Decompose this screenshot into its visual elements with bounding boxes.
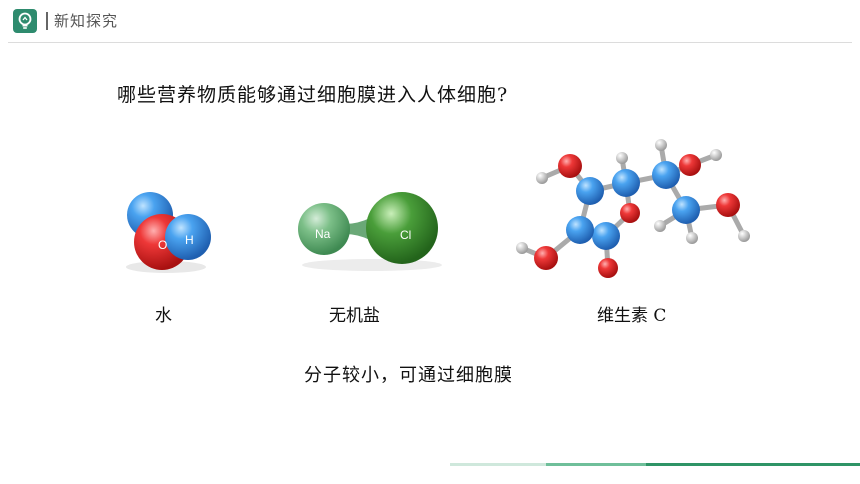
question-text: 哪些营养物质能够通过细胞膜进入人体细胞? [117, 84, 509, 106]
footer-accent-light [450, 463, 546, 466]
salt-molecule-image: Na Cl [298, 192, 442, 271]
header-divider [46, 12, 48, 30]
caption-salt: 无机盐 [329, 306, 380, 326]
conclusion-text: 分子较小，可通过细胞膜 [304, 365, 513, 386]
sodium-atom [298, 203, 350, 255]
chlorine-atom [366, 192, 438, 264]
lightbulb-icon [13, 9, 37, 33]
footer-accent-dark [646, 463, 860, 466]
atom-label-o: O [158, 238, 167, 252]
vitamin-c-molecule-image [516, 139, 750, 278]
shadow [302, 259, 442, 271]
water-molecule-image: O H [126, 192, 211, 273]
carbon-atoms [566, 161, 700, 250]
hydrogen-atom [165, 214, 211, 260]
caption-vitamin-c: 维生素 C [597, 306, 667, 326]
caption-water: 水 [155, 306, 172, 326]
footer-accent-mid [546, 463, 646, 466]
atom-label-na: Na [315, 227, 331, 241]
section-title: 新知探究 [54, 12, 119, 30]
oxygen-atoms [534, 154, 740, 278]
slide-header: 新知探究 [0, 0, 860, 43]
header-rule [8, 42, 852, 43]
hydrogen-atoms [516, 139, 750, 254]
atom-label-h: H [185, 233, 194, 247]
atom-label-cl: Cl [400, 228, 411, 242]
